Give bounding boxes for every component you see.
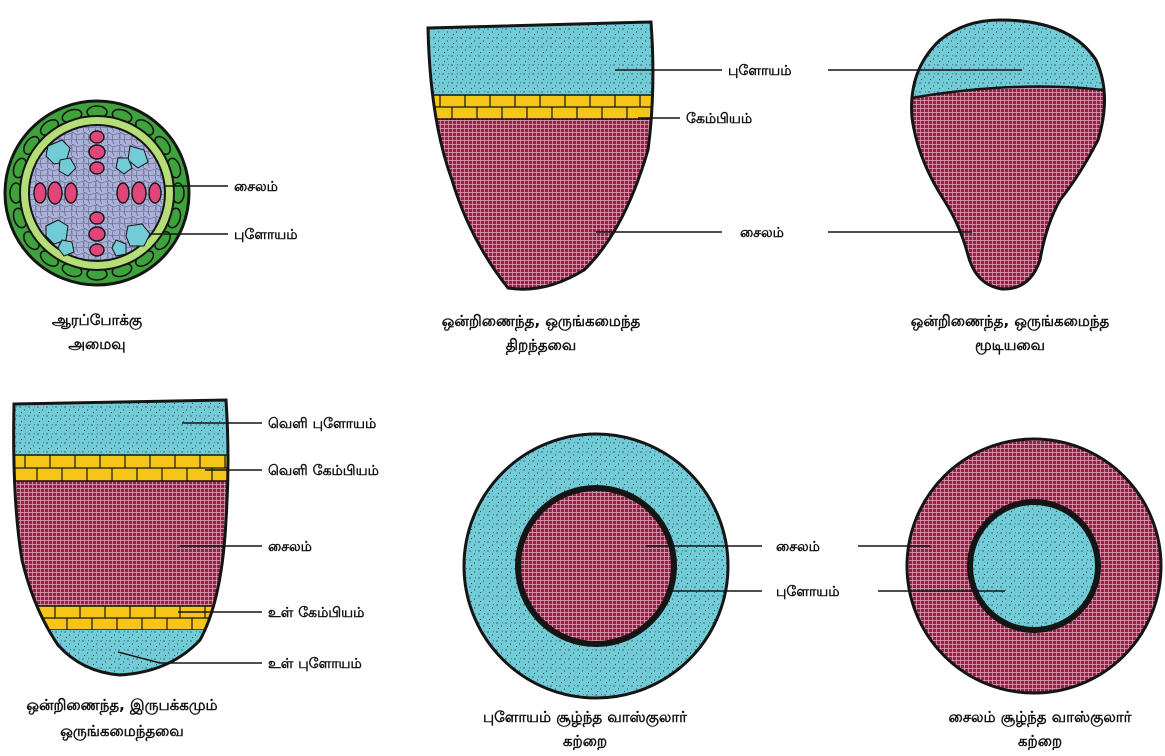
amphicribral-phloem-label: புளோயம் xyxy=(776,584,840,600)
open-phloem-label: புளோயம் xyxy=(728,63,792,79)
amphivasal-caption-line1: சைலம் சூழ்ந்த வாஸ்குலார் xyxy=(949,708,1133,727)
bi-outer-cambium-label: வெளி கேம்பியம் xyxy=(268,463,379,479)
open-xylem-label: சைலம் xyxy=(740,225,784,241)
radial-phloem-label: புளோயம் xyxy=(234,227,298,243)
closed-caption-line2: மூடியவை xyxy=(975,336,1045,355)
radial-caption-line1: ஆரப்போக்கு xyxy=(52,311,142,330)
bi-caption-line1: ஒன்றிணைந்த, இருபக்கமும் xyxy=(26,696,217,715)
amphicribral-xylem-label: சைலம் xyxy=(776,539,820,555)
amphivasal-bundle: சைலம் சூழ்ந்த வாஸ்குலார் கற்றை xyxy=(858,439,1161,750)
amphicribral-bundle: சைலம் புளோயம் புளோயம் சூழ்ந்த வாஸ்குலார்… xyxy=(464,434,840,750)
bi-inner-cambium-label: உள் கேம்பியம் xyxy=(268,605,364,621)
bicollateral-bundle: வெளி புளோயம் வெளி கேம்பியம் சைலம் உள் கே… xyxy=(5,395,379,741)
open-caption-line2: திறந்தவை xyxy=(506,336,576,355)
amphicribral-xylem xyxy=(518,488,674,644)
open-cambium-label: கேம்பியம் xyxy=(686,111,752,127)
radial-caption-line2: அமைவு xyxy=(68,335,125,353)
amphicribral-caption-line1: புளோயம் சூழ்ந்த வாஸ்குலார் xyxy=(483,708,688,727)
bi-outer-phloem-label: வெளி புளோயம் xyxy=(268,416,376,432)
amphivasal-phloem xyxy=(970,502,1098,630)
radial-xylem-label: சைலம் xyxy=(234,179,278,195)
amphicribral-caption-line2: கற்றை xyxy=(563,732,607,750)
bi-inner-phloem-label: உள் புளோயம் xyxy=(268,656,362,672)
closed-caption-line1: ஒன்றிணைந்த, ஒருங்கமைந்த xyxy=(911,312,1110,331)
radial-bundle: சைலம் புளோயம் ஆரப்போக்கு அமைவு xyxy=(5,101,298,353)
conjoint-closed-bundle: ஒன்றிணைந்த, ஒருங்கமைந்த மூடியவை xyxy=(828,10,1120,355)
open-caption-line1: ஒன்றிணைந்த, ஒருங்கமைந்த xyxy=(442,312,641,331)
conjoint-open-bundle: புளோயம் கேம்பியம் சைலம் ஒன்றிணைந்த, ஒருங… xyxy=(420,15,792,355)
bi-caption-line2: ஒருங்கமைந்தவை xyxy=(60,722,183,741)
bi-xylem-label: சைலம் xyxy=(268,539,312,555)
amphivasal-caption-line2: கற்றை xyxy=(1018,732,1062,750)
